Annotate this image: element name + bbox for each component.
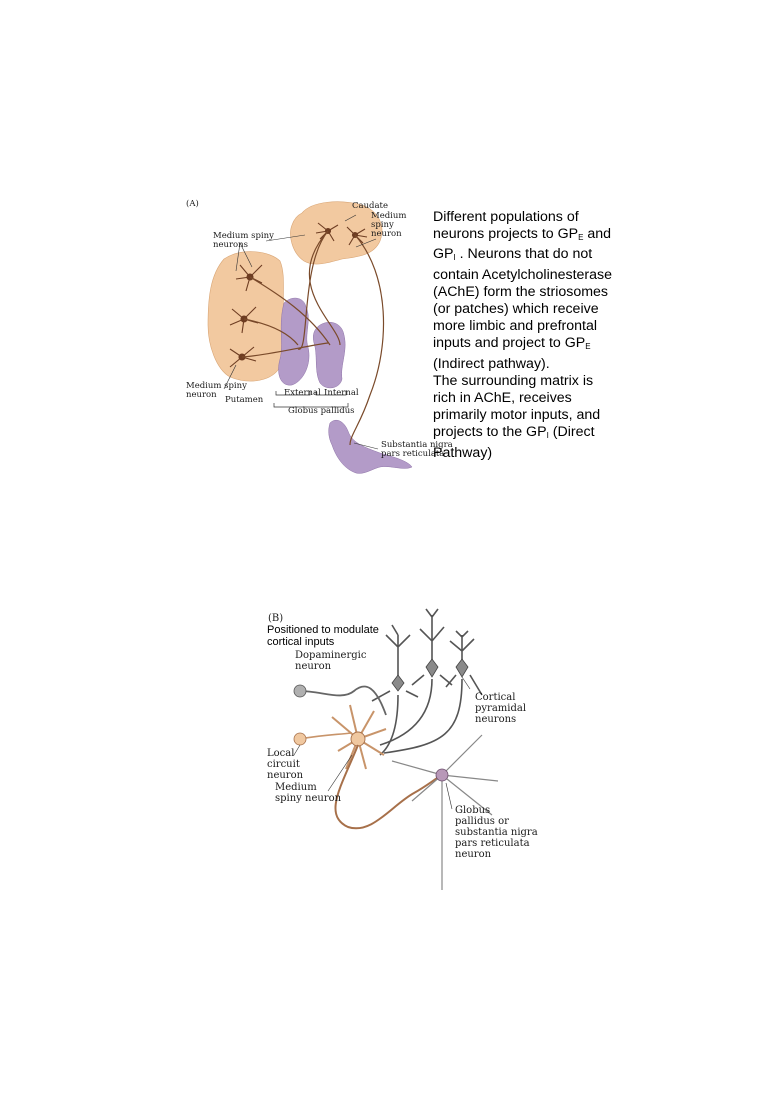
dopaminergic-neuron: [293, 684, 387, 716]
cortical-pyramidal-neurons: [371, 608, 483, 756]
globus-neuron-soma: [435, 768, 449, 782]
local-circuit-neuron-label: Local circuit neuron: [267, 748, 304, 781]
leader-lines-b: [293, 676, 471, 810]
description-paragraph-2: The surrounding matrix is rich in AChE, …: [433, 372, 601, 461]
panel-b-label: (B): [268, 613, 284, 624]
globus-pallidus-neuron-label: Globus pallidus or substantia nigra pars…: [455, 805, 538, 860]
description-text: Different populations of neurons project…: [433, 209, 613, 462]
substantia-nigra-label: Substantia nigra pars reticulata: [381, 440, 453, 459]
gp-brackets: [273, 391, 349, 408]
globus-pallidus-label: Globus pallidus: [288, 406, 355, 416]
caudate-shape: [290, 201, 383, 265]
substantia-nigra-shape: [328, 420, 413, 474]
putamen-label: Putamen: [225, 395, 264, 405]
internal-label: Internal: [324, 388, 359, 398]
gp-internal-shape: [313, 322, 346, 389]
neuron-circuit-diagram: [293, 608, 499, 890]
axon-projections: [241, 230, 385, 446]
spiny-axon: [334, 744, 443, 830]
globus-neuron-dendrites: [391, 734, 499, 890]
basal-ganglia-diagram: [207, 201, 413, 474]
cortical-pyramidal-label: Cortical pyramidal neurons: [475, 692, 527, 725]
medium-spiny-neurons-label: Medium spiny neurons: [213, 231, 274, 250]
medium-spiny-soma: [350, 731, 366, 747]
description-paragraph-1: Different populations of neurons project…: [433, 209, 613, 372]
medium-spiny-dendrites: [331, 704, 387, 770]
leader-lines: [223, 214, 379, 450]
dopaminergic-neuron-label: Dopaminergic neuron: [295, 650, 367, 672]
local-circuit-neuron: [293, 732, 353, 746]
gp-external-shape: [278, 297, 310, 386]
medium-spiny-neuron-label-top: Medium spiny neuron: [371, 211, 407, 239]
medium-spiny-neuron-label-left: Medium spiny neuron: [186, 381, 247, 400]
panel-b-caption: Positioned to modulate cortical inputs: [267, 624, 379, 648]
caudate-label: Caudate: [352, 201, 389, 211]
pyramidal-somata: [391, 658, 469, 692]
medium-spiny-neuron-label: Medium spiny neuron: [275, 782, 342, 804]
external-label: External: [284, 388, 321, 398]
panel-a-label: (A): [186, 199, 199, 209]
